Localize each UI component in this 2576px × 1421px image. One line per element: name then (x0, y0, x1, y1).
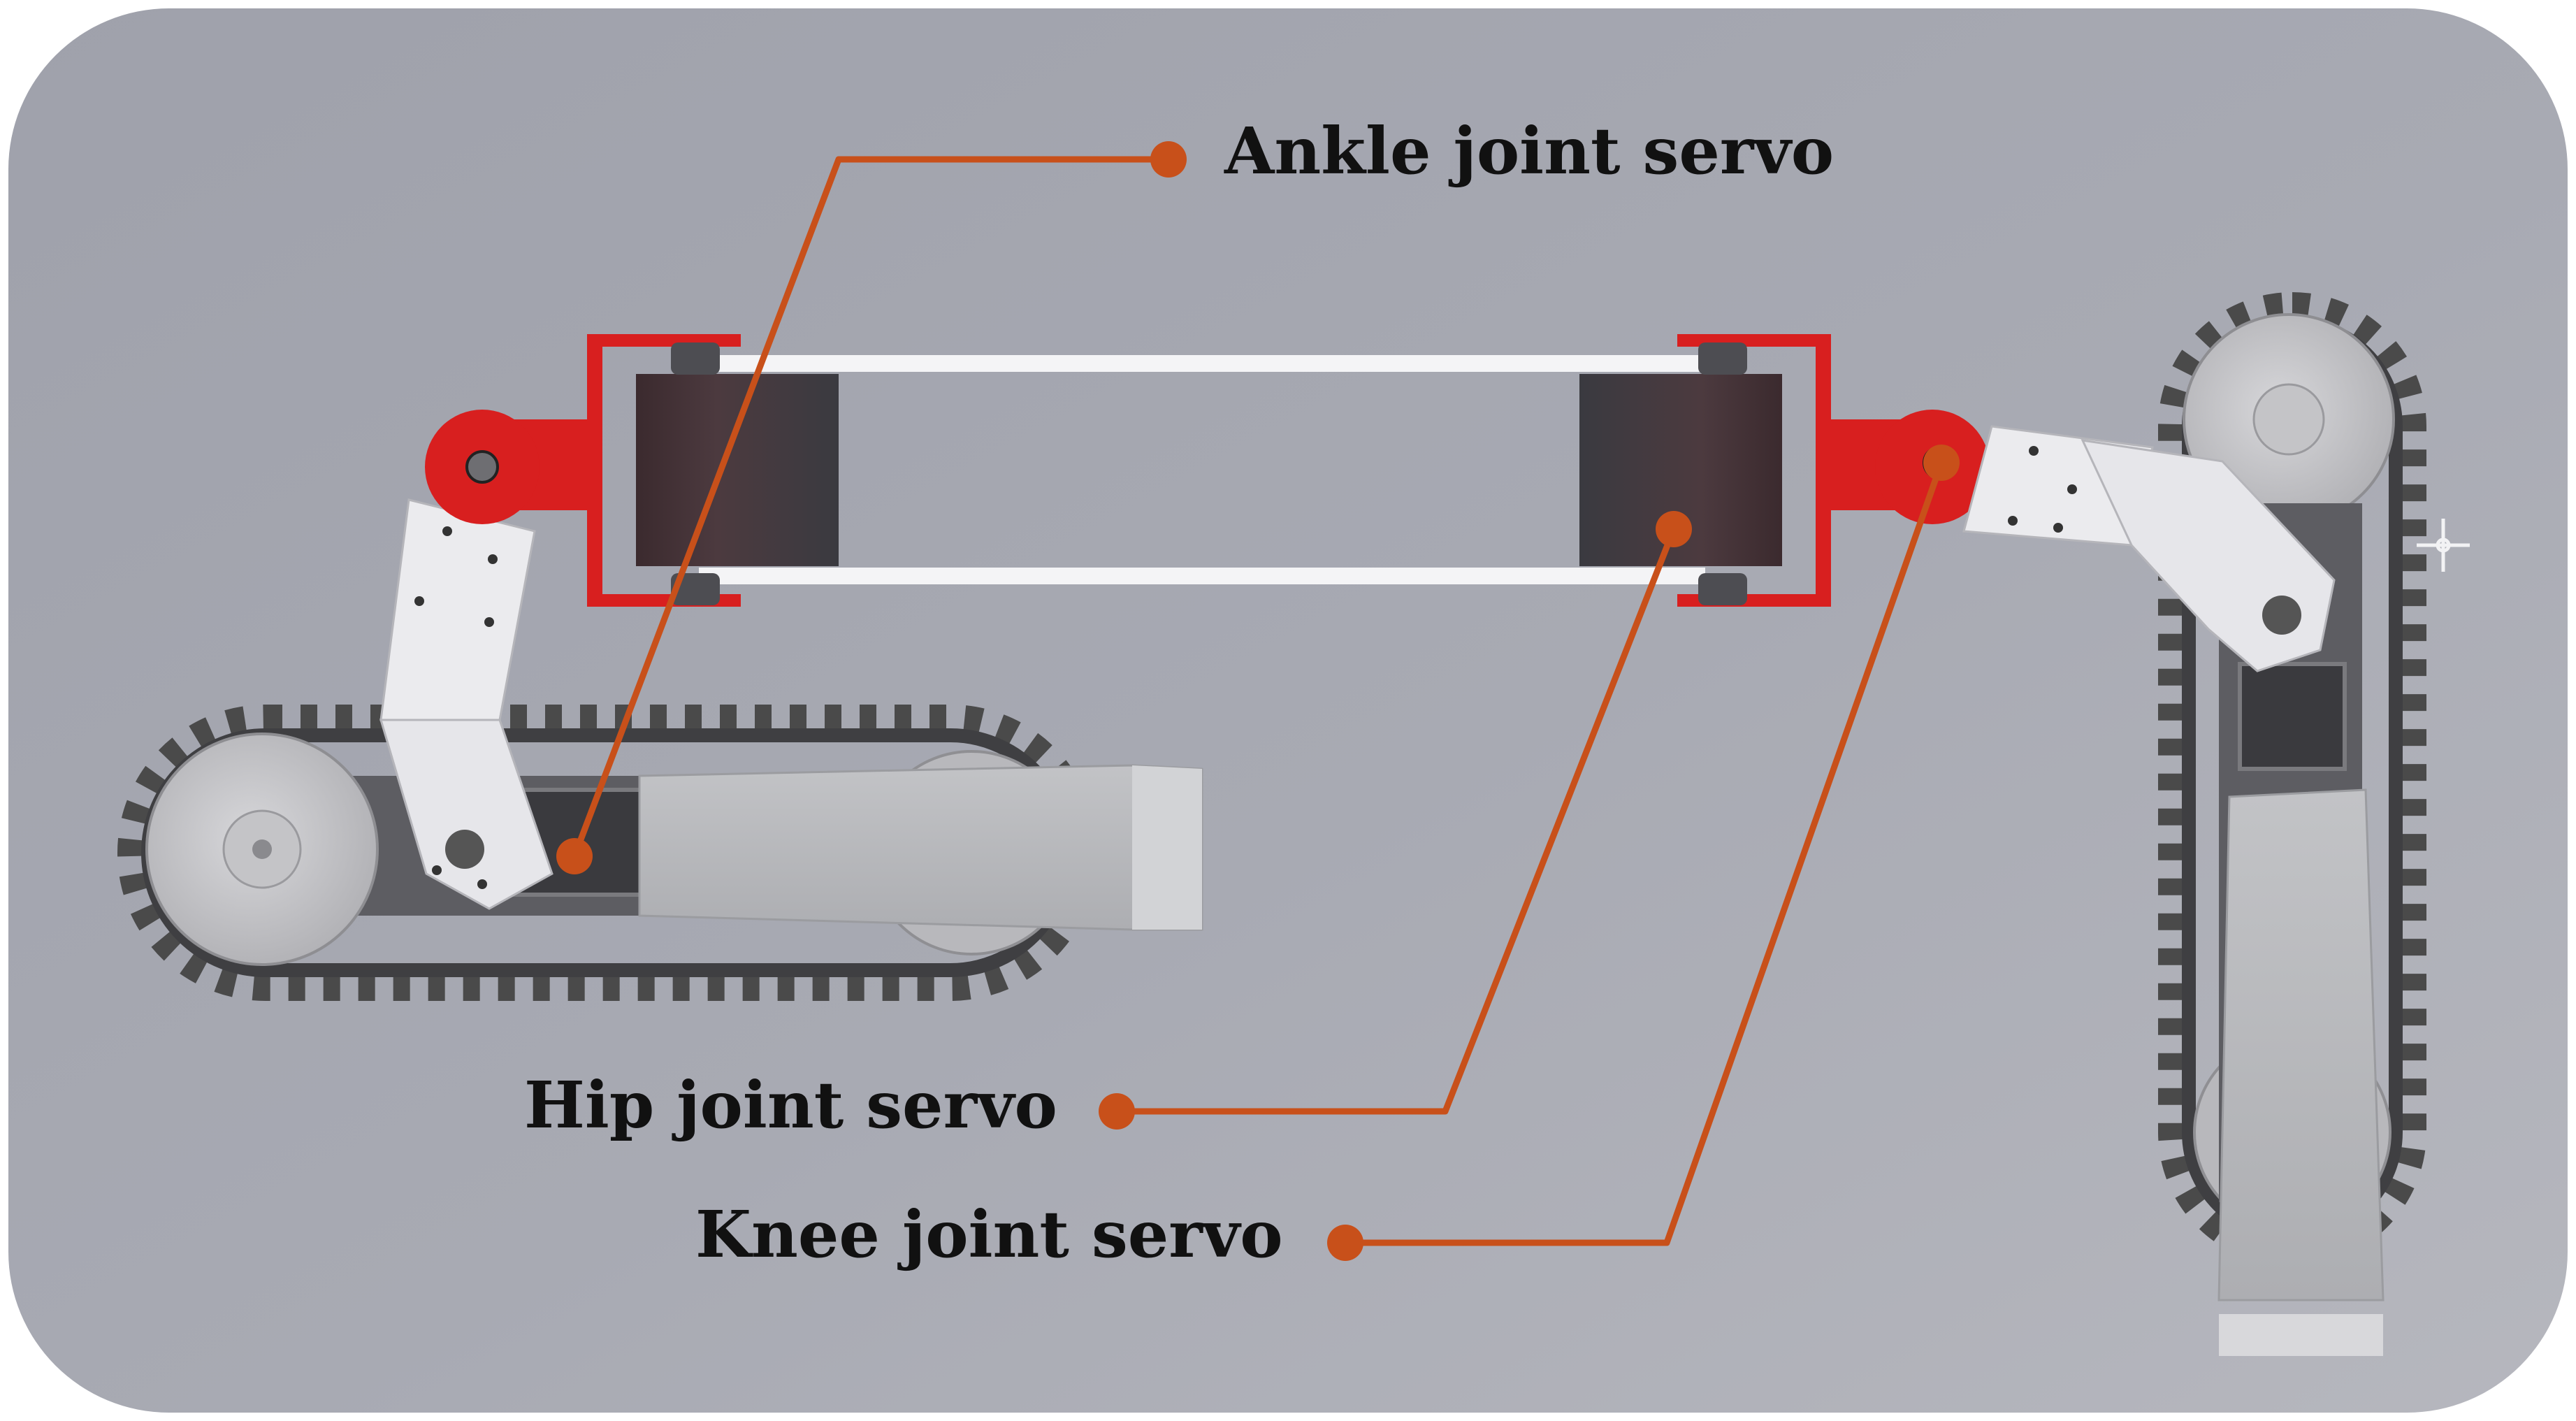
right-leg-pivot (2262, 596, 2301, 635)
right-battery-body (2217, 788, 2385, 1301)
right-bottom-roller (1698, 573, 1747, 605)
hip-joint-servo-label: Hip joint servo (524, 1067, 1057, 1143)
knee-joint-servo-label: Knee joint servo (695, 1197, 1283, 1272)
left-top-roller (671, 342, 720, 375)
hip-leader-line (1117, 528, 1677, 1115)
knee-target-dot (1923, 445, 1960, 481)
right-battery-end (2219, 1314, 2383, 1356)
left-leg-bolt (432, 865, 442, 875)
right-track-teeth (2158, 292, 2426, 1267)
left-leg-bolt (488, 554, 498, 564)
right-top-hub (2252, 383, 2325, 456)
bottom-rail (699, 568, 1705, 584)
left-battery-body (638, 764, 1203, 931)
left-leg-bolt (414, 596, 424, 606)
ankle-joint-servo-label: Ankle joint servo (1224, 113, 1835, 189)
right-top-roller (1698, 342, 1747, 375)
left-leg-lower (379, 719, 553, 910)
left-bottom-roller (671, 573, 720, 605)
left-servo-horn-center (465, 450, 499, 484)
knee-label-dot (1327, 1225, 1363, 1261)
left-servo-bracket (587, 334, 741, 607)
knee-leader-line (1345, 461, 1945, 1246)
ankle-label-dot (1150, 141, 1187, 178)
left-leg-bolt (442, 526, 452, 536)
leader-lines (571, 156, 1945, 1246)
left-front-axle (252, 839, 272, 859)
right-leg-bolt (2053, 523, 2063, 533)
right-track-module (2158, 292, 2426, 1356)
right-leg-bolt (2029, 446, 2039, 456)
right-leg-bolt (2008, 516, 2018, 526)
left-battery-end (1132, 765, 1202, 930)
right-servo-bracket (1677, 334, 1831, 607)
hip-label-dot (1099, 1093, 1135, 1130)
right-leg-bolt (2067, 484, 2077, 494)
central-body (425, 334, 1990, 607)
ankle-leader-line (571, 156, 1168, 858)
left-leg-bolt (477, 879, 487, 889)
left-leg-link (379, 498, 553, 910)
move-crosshair-icon (2417, 519, 2470, 572)
background-panel (8, 8, 2568, 1413)
left-leg-pivot (445, 830, 484, 869)
hip-target-dot (1656, 511, 1692, 547)
left-hip-servo-motor (636, 374, 839, 566)
left-track-teeth (117, 705, 1099, 1001)
leader-dots (556, 141, 1960, 1261)
left-leg-bolt (484, 617, 494, 627)
ankle-target-dot (556, 838, 593, 874)
right-chassis-inner (2238, 662, 2347, 771)
right-leg-link (1962, 425, 2336, 672)
top-rail (699, 355, 1705, 372)
